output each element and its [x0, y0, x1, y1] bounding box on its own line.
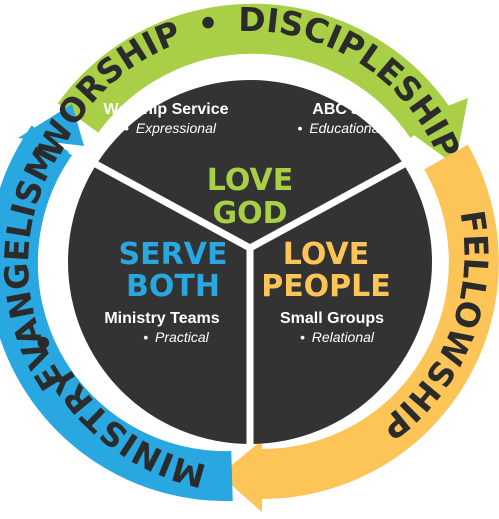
abcs-sub: Educational — [309, 120, 383, 136]
abcs-title: ABC’s — [312, 101, 360, 118]
love-god-title: LOVE GOD — [207, 163, 293, 231]
worship-service-title: Worship Service — [103, 101, 228, 118]
love-god-line2: GOD — [212, 196, 287, 231]
blue-ring-arc — [0, 125, 233, 502]
bullet: • — [143, 329, 148, 345]
serve-both-line1: SERVE — [119, 237, 228, 272]
green-arrowhead — [400, 98, 468, 165]
small-groups-sub: Relational — [312, 329, 375, 345]
divider-lines — [68, 146, 432, 445]
orange-ring-arc — [257, 144, 499, 500]
abcs-label: ABC’s • Educational — [298, 101, 384, 136]
love-god-line1: LOVE — [207, 163, 293, 198]
love-people-line2: PEOPLE — [261, 269, 391, 304]
orange-arrowhead — [220, 440, 262, 512]
svg-text:• Practical: • Practical — [143, 329, 209, 345]
worship-service-label: Worship Service • Expressional — [103, 101, 228, 136]
worship-service-sub: Expressional — [136, 120, 217, 136]
bullet: • — [300, 329, 305, 345]
svg-text:• Relational: • Relational — [300, 329, 375, 345]
bullet: • — [298, 120, 303, 136]
ministry-teams-label: Ministry Teams • Practical — [104, 310, 219, 345]
bullet: • — [124, 120, 129, 136]
small-groups-title: Small Groups — [280, 310, 384, 327]
serve-both-title: SERVE BOTH — [119, 237, 228, 304]
ministry-teams-sub: Practical — [155, 329, 210, 345]
green-ring-arc — [57, 3, 452, 139]
small-groups-label: Small Groups • Relational — [280, 310, 384, 345]
svg-text:• Educational: • Educational — [298, 120, 384, 136]
svg-text:• Expressional: • Expressional — [124, 120, 217, 136]
serve-both-line2: BOTH — [126, 269, 220, 304]
love-people-line1: LOVE — [283, 237, 369, 272]
love-people-title: LOVE PEOPLE — [261, 237, 391, 304]
blue-arrowhead — [18, 104, 84, 146]
ministry-teams-title: Ministry Teams — [104, 310, 219, 327]
